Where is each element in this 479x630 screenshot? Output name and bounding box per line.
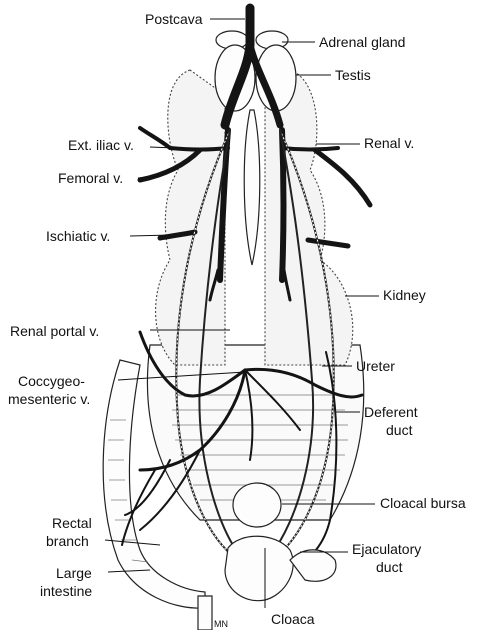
label-cloacal-bursa: Cloacal bursa [380,495,466,511]
cloacal-bursa-shape [233,483,281,527]
label-initials: MN [214,619,228,629]
label-testis: Testis [335,67,371,83]
label-femoral-v: Femoral v. [58,170,123,186]
label-renal-portal-v: Renal portal v. [10,323,99,339]
label-deferent-2: duct [386,422,413,438]
label-ischiatic-v: Ischiatic v. [46,228,110,244]
label-deferent-1: Deferent [364,404,418,420]
label-adrenal-gland: Adrenal gland [319,34,405,50]
label-rectal-2: branch [46,533,89,549]
label-ejaculatory-1: Ejaculatory [352,541,421,557]
label-ejaculatory-2: duct [376,559,403,575]
label-kidney: Kidney [383,287,426,303]
label-large-1: Large [56,565,92,581]
label-ureter: Ureter [356,358,395,374]
label-ext-iliac-v: Ext. iliac v. [68,137,134,153]
central-vessel [244,110,260,265]
label-rectal-1: Rectal [52,515,92,531]
label-postcava: Postcava [145,11,203,27]
cloaca-shape [225,536,293,600]
label-coccygeo-2: mesenteric v. [8,391,90,407]
label-large-2: intestine [40,583,92,599]
label-coccygeo-1: Coccygeo- [18,373,85,389]
label-cloaca: Cloaca [271,611,315,627]
vent-shape [290,550,336,581]
rectum-shape [198,596,212,630]
label-renal-v: Renal v. [364,135,414,151]
